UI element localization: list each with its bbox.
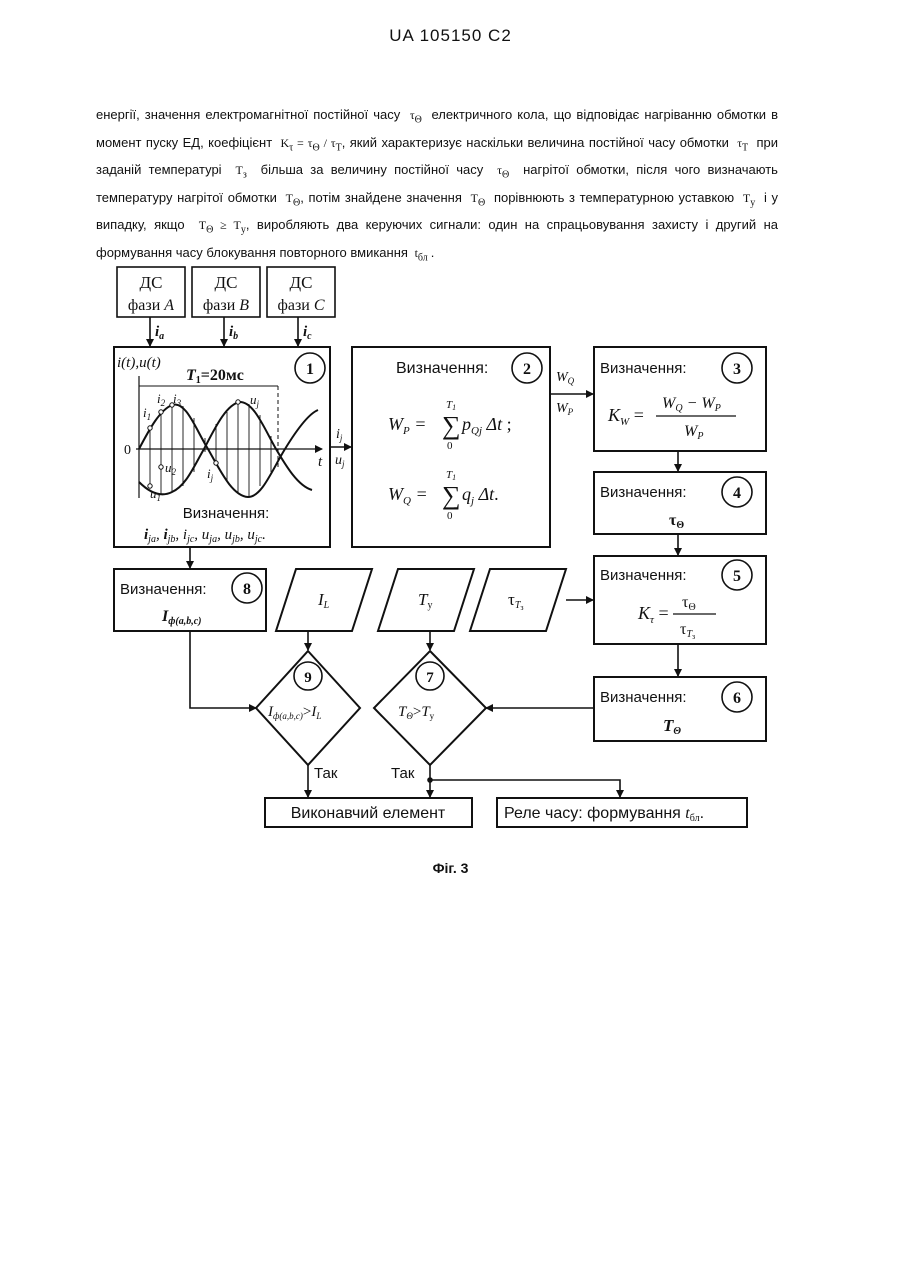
signal-ib: ib: [229, 324, 238, 342]
label-uj: uj: [250, 392, 260, 409]
block-1-number: 1: [306, 361, 314, 378]
output-wq: WQ: [556, 370, 575, 386]
relay-label: Реле часу: формування tбл.: [504, 805, 704, 824]
label-i2: i2: [157, 391, 166, 408]
block-1-outputs: ija, ijb, ijc, uja, ujb, ujc.: [144, 527, 266, 545]
block-6-title: Визначення:: [600, 689, 687, 706]
input-tau-label: τTз: [508, 590, 524, 612]
sensor-c-label-2: фази C: [277, 297, 324, 314]
output-uj: uj: [335, 453, 345, 469]
label-i3: i3: [173, 391, 182, 408]
formula-ktau-den: τTз: [680, 621, 695, 641]
sum-bottom-p: 0: [447, 440, 453, 452]
decision-9-number: 9: [304, 670, 312, 686]
label-i1: i1: [143, 405, 151, 422]
formula-ktau-lhs: Kτ =: [637, 603, 669, 626]
sensor-b-label-1: ДС: [215, 273, 238, 292]
formula-wq: WQ =: [388, 484, 428, 507]
sensor-a-label-1: ДС: [140, 273, 163, 292]
signal-ic: ic: [303, 324, 312, 342]
branch-dot: [428, 778, 432, 782]
block-6-number: 6: [733, 690, 741, 707]
formula-ktau-num: τΘ: [682, 594, 696, 613]
signal-ia: ia: [155, 324, 164, 342]
label-ij: ij: [207, 466, 214, 483]
label-u2: u2: [165, 460, 177, 477]
block-8-value: Iф(a,b,c): [161, 608, 202, 627]
decision-9-condition: Iф(a,b,c)>IL: [267, 704, 321, 721]
sum-bottom-q: 0: [447, 510, 453, 522]
output-wp: WP: [556, 401, 574, 417]
actuator-label: Виконавчий елемент: [291, 805, 446, 822]
arrow-7-to-relay: [430, 780, 620, 797]
sum-sign-p: ∑: [442, 411, 461, 440]
block-2-title: Визначення:: [396, 360, 488, 377]
block-4-value: τΘ: [669, 512, 684, 531]
current-wave: [139, 404, 318, 497]
formula-kw-lhs: KW =: [607, 405, 644, 428]
block-5-title: Визначення:: [600, 567, 687, 584]
arrow-8-to-9: [190, 631, 256, 708]
output-ij: ij: [336, 427, 343, 443]
yes-label-9: Так: [314, 765, 338, 782]
block-1-title: Визначення:: [183, 505, 270, 522]
label-u1: u1: [150, 486, 161, 503]
sensor-a-label-2: фази A: [128, 297, 174, 314]
sensor-c-label-1: ДС: [290, 273, 313, 292]
input-ty-label: Tу: [418, 590, 432, 611]
formula-kw-num: WQ − WP: [662, 395, 721, 414]
block-8-title: Визначення:: [120, 581, 207, 598]
block-2-number: 2: [523, 361, 531, 378]
formula-wp-rhs: pQj Δt ;: [460, 414, 512, 437]
decision-7-number: 7: [426, 670, 434, 686]
yes-label-7: Так: [391, 765, 415, 782]
block-4-number: 4: [733, 485, 741, 502]
block-5-number: 5: [733, 568, 741, 585]
decision-7-condition: TΘ>Tу: [398, 704, 435, 721]
decision-7: [374, 651, 486, 765]
input-il-label: IL: [317, 590, 330, 611]
graph-x-label: t: [318, 454, 323, 470]
graph-y-label: i(t),u(t): [117, 355, 161, 371]
block-8-number: 8: [243, 581, 251, 598]
sum-sign-q: ∑: [442, 481, 461, 510]
formula-wq-rhs: qj Δt.: [462, 484, 499, 507]
sensor-b-label-2: фази B: [203, 297, 249, 314]
formula-kw-den: WP: [684, 423, 703, 442]
block-3-title: Визначення:: [600, 360, 687, 377]
formula-wp: WP =: [388, 414, 426, 437]
graph-zero-label: 0: [124, 443, 131, 458]
block-4-title: Визначення:: [600, 484, 687, 501]
figure-caption: Фіг. 3: [0, 860, 901, 876]
block-3-number: 3: [733, 361, 741, 378]
block-6-value: TΘ: [663, 716, 681, 737]
period-label: T1=20мс: [186, 367, 244, 386]
